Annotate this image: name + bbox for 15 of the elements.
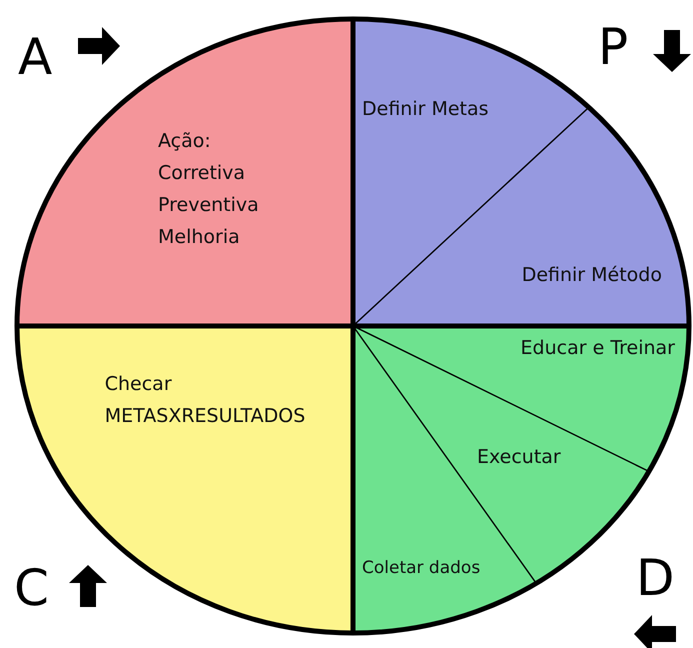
slice-label: Checar [104,375,172,394]
slice-label: Definir Metas [362,100,489,119]
phase-letter: C [14,563,49,613]
phase-letter: D [636,553,675,603]
phase-letter: P [598,22,628,72]
slice-label: Executar [477,448,561,467]
slice-label: Preventiva [158,196,259,215]
slice-label: Melhoria [158,228,240,247]
slice-label: Definir Método [522,266,662,285]
phase-letter: A [18,32,52,82]
slice-label: Corretiva [158,164,246,183]
slice-label: Educar e Treinar [520,339,675,358]
slice-label: Ação: [158,132,211,151]
slice-label: METASXRESULTADOS [104,407,306,426]
slice-label: Coletar dados [362,560,480,577]
